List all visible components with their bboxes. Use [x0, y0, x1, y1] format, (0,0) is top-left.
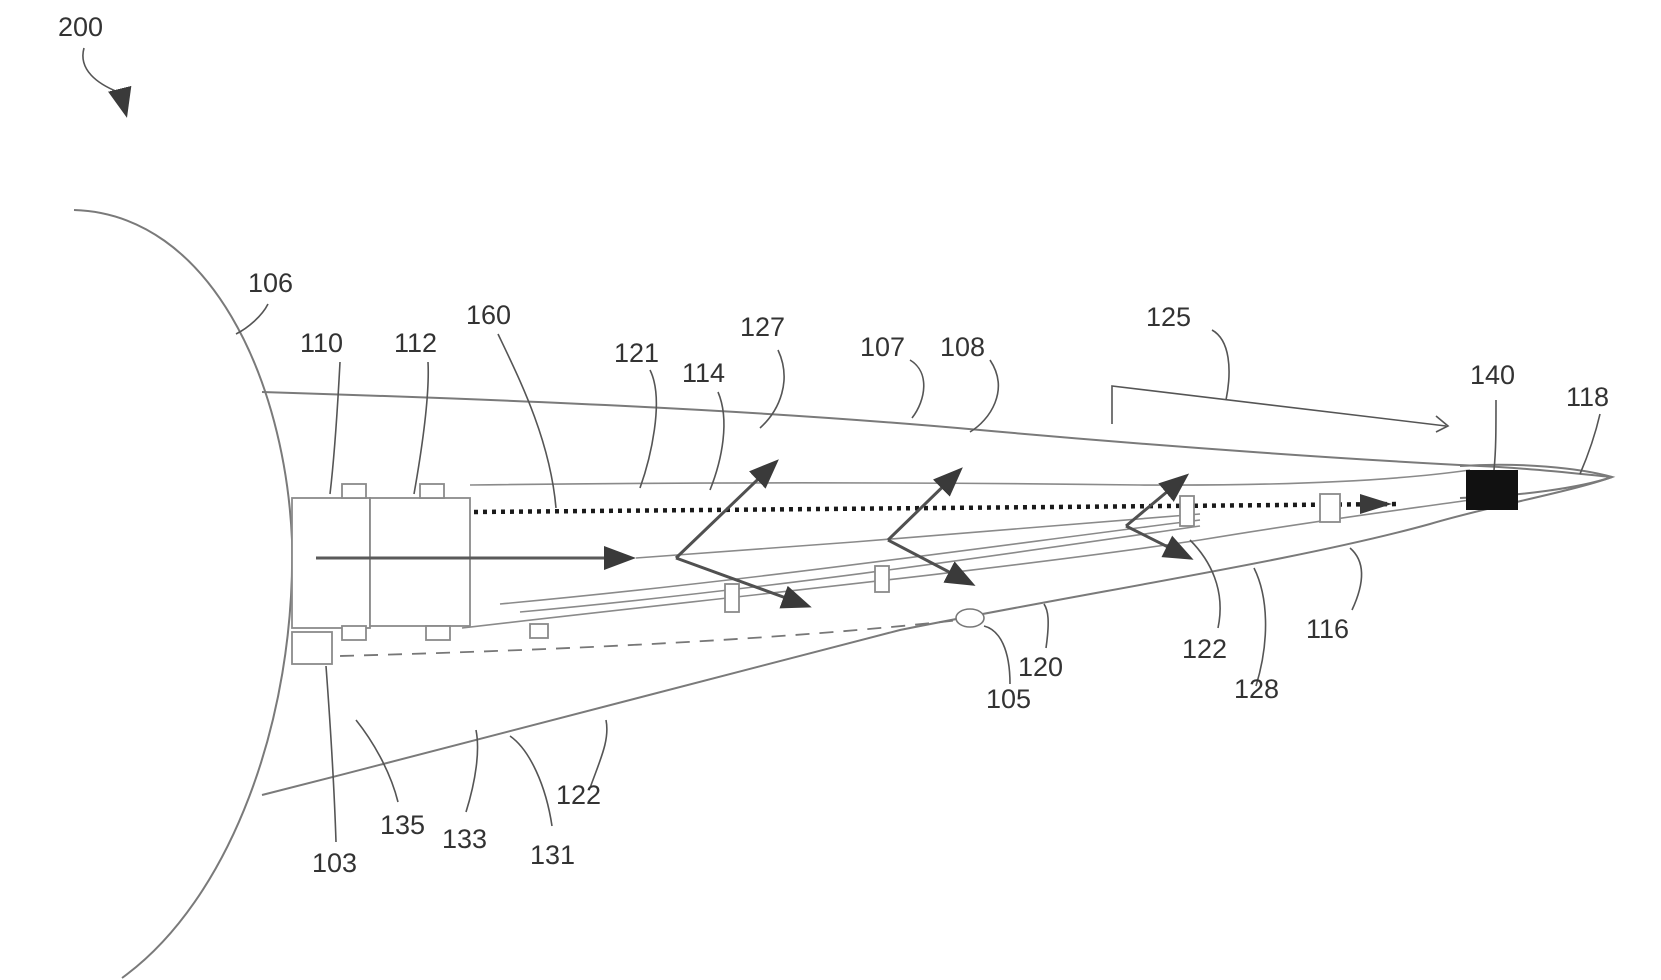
tip-component-140 [1466, 470, 1518, 510]
label-107: 107 [860, 332, 905, 362]
leader-108 [970, 360, 998, 432]
branch-arrow-2-up [888, 470, 960, 540]
upper-outer-wall [262, 392, 1612, 477]
label-140: 140 [1470, 360, 1515, 390]
label-160: 160 [466, 300, 511, 330]
leader-116 [1350, 548, 1362, 610]
hub-tab-bottom-2 [426, 626, 450, 640]
leader-125 [1212, 330, 1229, 400]
electrode-4 [1320, 494, 1340, 522]
leader-107 [910, 360, 924, 418]
body-boundary-curve [74, 210, 292, 978]
label-125: 125 [1146, 302, 1191, 332]
label-108: 108 [940, 332, 985, 362]
leader-160 [498, 334, 556, 508]
leader-121 [640, 370, 656, 488]
hub-block-right [370, 498, 470, 626]
label-127: 127 [740, 312, 785, 342]
electrode-1 [725, 584, 739, 612]
label-112: 112 [394, 328, 437, 358]
hub-block-left [292, 498, 370, 628]
label-135: 135 [380, 810, 425, 840]
leader-112 [414, 362, 428, 494]
leader-118 [1580, 414, 1600, 474]
electrode-5 [530, 624, 548, 638]
electrode-2 [875, 566, 889, 592]
hub-tab-top-2 [420, 484, 444, 498]
leader-140 [1494, 400, 1496, 470]
bracket-125-arrow [1436, 416, 1448, 432]
figure-number-label: 200 [58, 12, 103, 42]
leader-128 [1254, 568, 1266, 686]
label-120: 120 [1018, 652, 1063, 682]
dotted-axis-line [474, 504, 1400, 512]
label-122b: 122 [556, 780, 601, 810]
hub-tab-bottom-1 [342, 626, 366, 640]
inner-sheath-line-2 [520, 526, 1200, 612]
leader-110 [330, 362, 340, 494]
electrode-3 [1180, 496, 1194, 526]
leader-106 [236, 304, 268, 334]
connector-103 [292, 632, 332, 664]
leader-122a [1190, 540, 1220, 628]
label-128: 128 [1234, 674, 1279, 704]
leader-131 [510, 736, 552, 826]
branch-arrow-3-down [1126, 526, 1190, 558]
bracket-125 [1112, 386, 1446, 426]
label-118: 118 [1566, 382, 1609, 412]
branch-arrow-2-down [888, 540, 972, 584]
label-106: 106 [248, 268, 293, 298]
leader-103 [326, 666, 336, 842]
label-105: 105 [986, 684, 1031, 714]
label-103: 103 [312, 848, 357, 878]
branch-arrow-3-up [1126, 476, 1186, 526]
balloon-element-105 [956, 609, 984, 627]
label-116: 116 [1306, 614, 1349, 644]
label-114: 114 [682, 358, 725, 388]
leader-122b [590, 720, 607, 788]
figure-number-arrow [83, 48, 126, 114]
label-131: 131 [530, 840, 575, 870]
leader-120 [1044, 604, 1048, 648]
label-122a: 122 [1182, 634, 1227, 664]
hub-tab-top-1 [342, 484, 366, 498]
label-110: 110 [300, 328, 343, 358]
leader-105 [984, 626, 1010, 684]
central-beam-arrowhead [604, 546, 636, 570]
leader-114 [710, 392, 724, 490]
inner-upper-layer [470, 470, 1470, 485]
label-121: 121 [614, 338, 659, 368]
label-133: 133 [442, 824, 487, 854]
leader-127 [760, 350, 784, 428]
